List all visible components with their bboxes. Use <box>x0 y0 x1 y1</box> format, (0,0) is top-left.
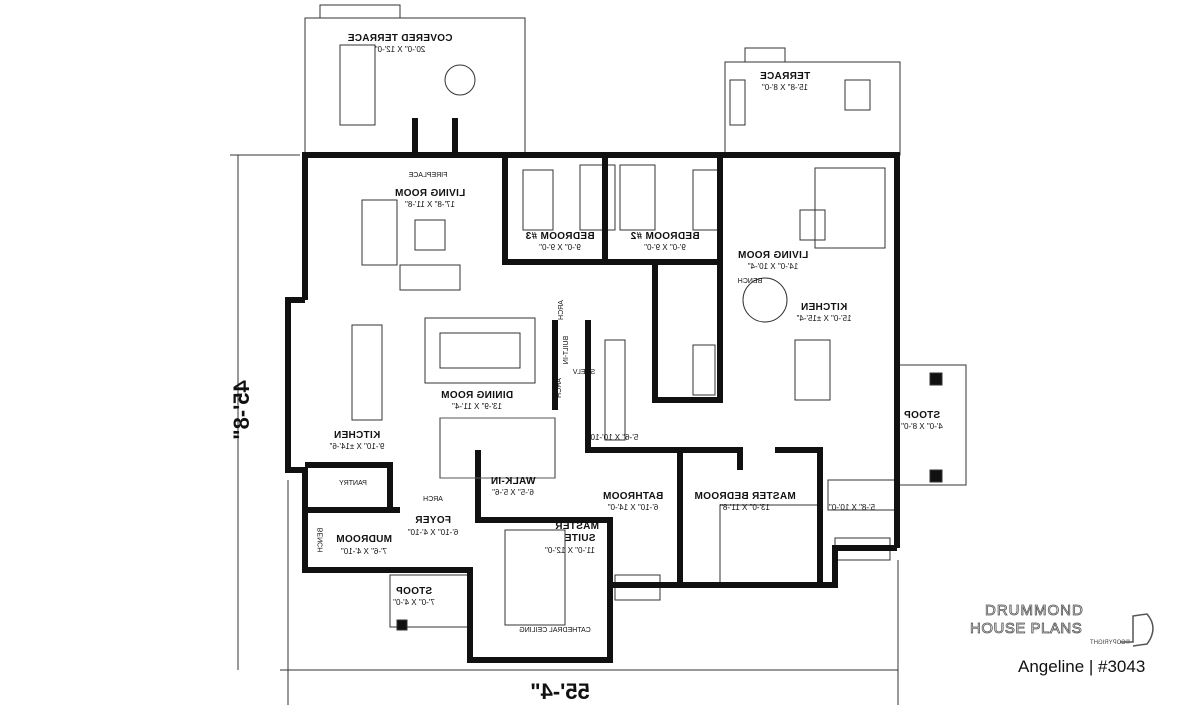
master-suite-label-2: SUITE <box>564 533 596 544</box>
kitchen-right-label: KITCHEN <box>800 302 848 313</box>
bedroom3-label: BEDROOM #3 <box>525 231 595 242</box>
pantry-label: PANTRY <box>339 480 367 487</box>
bench-kitchen-label: BENCH <box>737 278 763 285</box>
master-bedroom-size: 13'-0" X 11'-8" <box>720 503 770 512</box>
bedroom2-size: 9'-0" X 9'-0" <box>644 243 686 252</box>
bath-mid-size: 5'-6" X 10'-10" <box>587 433 639 442</box>
terrace-label: TERRACE <box>759 71 811 82</box>
stoop-right-label: STOOP <box>903 410 941 421</box>
master-suite-size: 11'-0" X 12'-0" <box>545 546 595 555</box>
mudroom-label: MUDROOM <box>336 534 392 545</box>
arch-bottom-label: ARCH <box>555 378 563 398</box>
kitchen-left-label: KITCHEN <box>333 430 381 441</box>
arch-foyer-label: ARCH <box>423 496 443 503</box>
dining-room-label: DINING ROOM <box>440 390 514 401</box>
covered-terrace-label: COVERED TERRACE <box>347 33 453 44</box>
kitchen-left-size: 9'-10" X ±14'-6" <box>329 442 385 451</box>
arch-top-label: ARCH <box>557 300 565 320</box>
walk-in-label: WALK-IN <box>490 476 536 487</box>
walk-in-size: 6'-5" X 5'-6" <box>492 488 534 497</box>
stoop-left-size: 7'-0" X 4'-0" <box>393 598 435 607</box>
logo-line1: DRUMMOND <box>985 602 1084 619</box>
bedroom3-size: 9'-0" X 9'-0" <box>539 243 581 252</box>
fireplace-label: FIREPLACE <box>408 172 448 179</box>
built-in-label: BUILT-IN <box>563 335 571 365</box>
foyer-size: 6'-10" X 4'-10" <box>407 528 459 537</box>
stoop-right-size: 4'-0" X 8'-0" <box>901 422 943 431</box>
bathroom-label: BATHROOM <box>602 491 664 502</box>
ensuite-size: 5'-8" X 10'-0" <box>828 503 876 512</box>
master-suite-label-1: MASTER <box>554 521 600 532</box>
terrace-outline <box>724 61 901 156</box>
terrace-size: 15'-8" X 8'-0" <box>761 83 809 92</box>
living-room-left-label: LIVING ROOM <box>394 188 466 199</box>
bench-mud-label: BENCH <box>317 527 325 553</box>
bedroom2-label: BEDROOM #2 <box>630 231 700 242</box>
living-room-right-size: 14'-0" X 10'-4" <box>747 262 799 271</box>
cathedral-ceiling-label: CATHEDRAL CEILING <box>519 627 591 634</box>
foyer-label: FOYER <box>415 515 451 526</box>
dining-room-size: 13'-9" X 11'-4" <box>452 402 502 411</box>
bathroom-size: 6'-10" X 14'-0" <box>607 503 659 512</box>
master-bedroom-label: MASTER BEDROOM <box>694 491 796 502</box>
kitchen-right-size: 15'-0" X ±15'-4" <box>796 314 852 323</box>
mudroom-size: 7'-6" X 4'-10" <box>340 547 388 556</box>
logo-mark-icon <box>1120 613 1154 647</box>
depth-dimension: 45'-8" <box>228 380 254 440</box>
covered-terrace-size: 20'-0" X 12'-0" <box>374 45 426 54</box>
living-room-right-label: LIVING ROOM <box>737 250 809 261</box>
walls <box>285 118 900 663</box>
logo-line2: HOUSE PLANS <box>970 620 1083 637</box>
stoop-left-label: STOOP <box>395 586 433 597</box>
plan-name: Angeline | #3043 <box>1018 657 1146 676</box>
width-dimension: 55'-4" <box>530 679 590 704</box>
living-room-left-size: 17'-8" X 11'-8" <box>405 200 455 209</box>
shelv-label: SHELV <box>572 369 596 376</box>
